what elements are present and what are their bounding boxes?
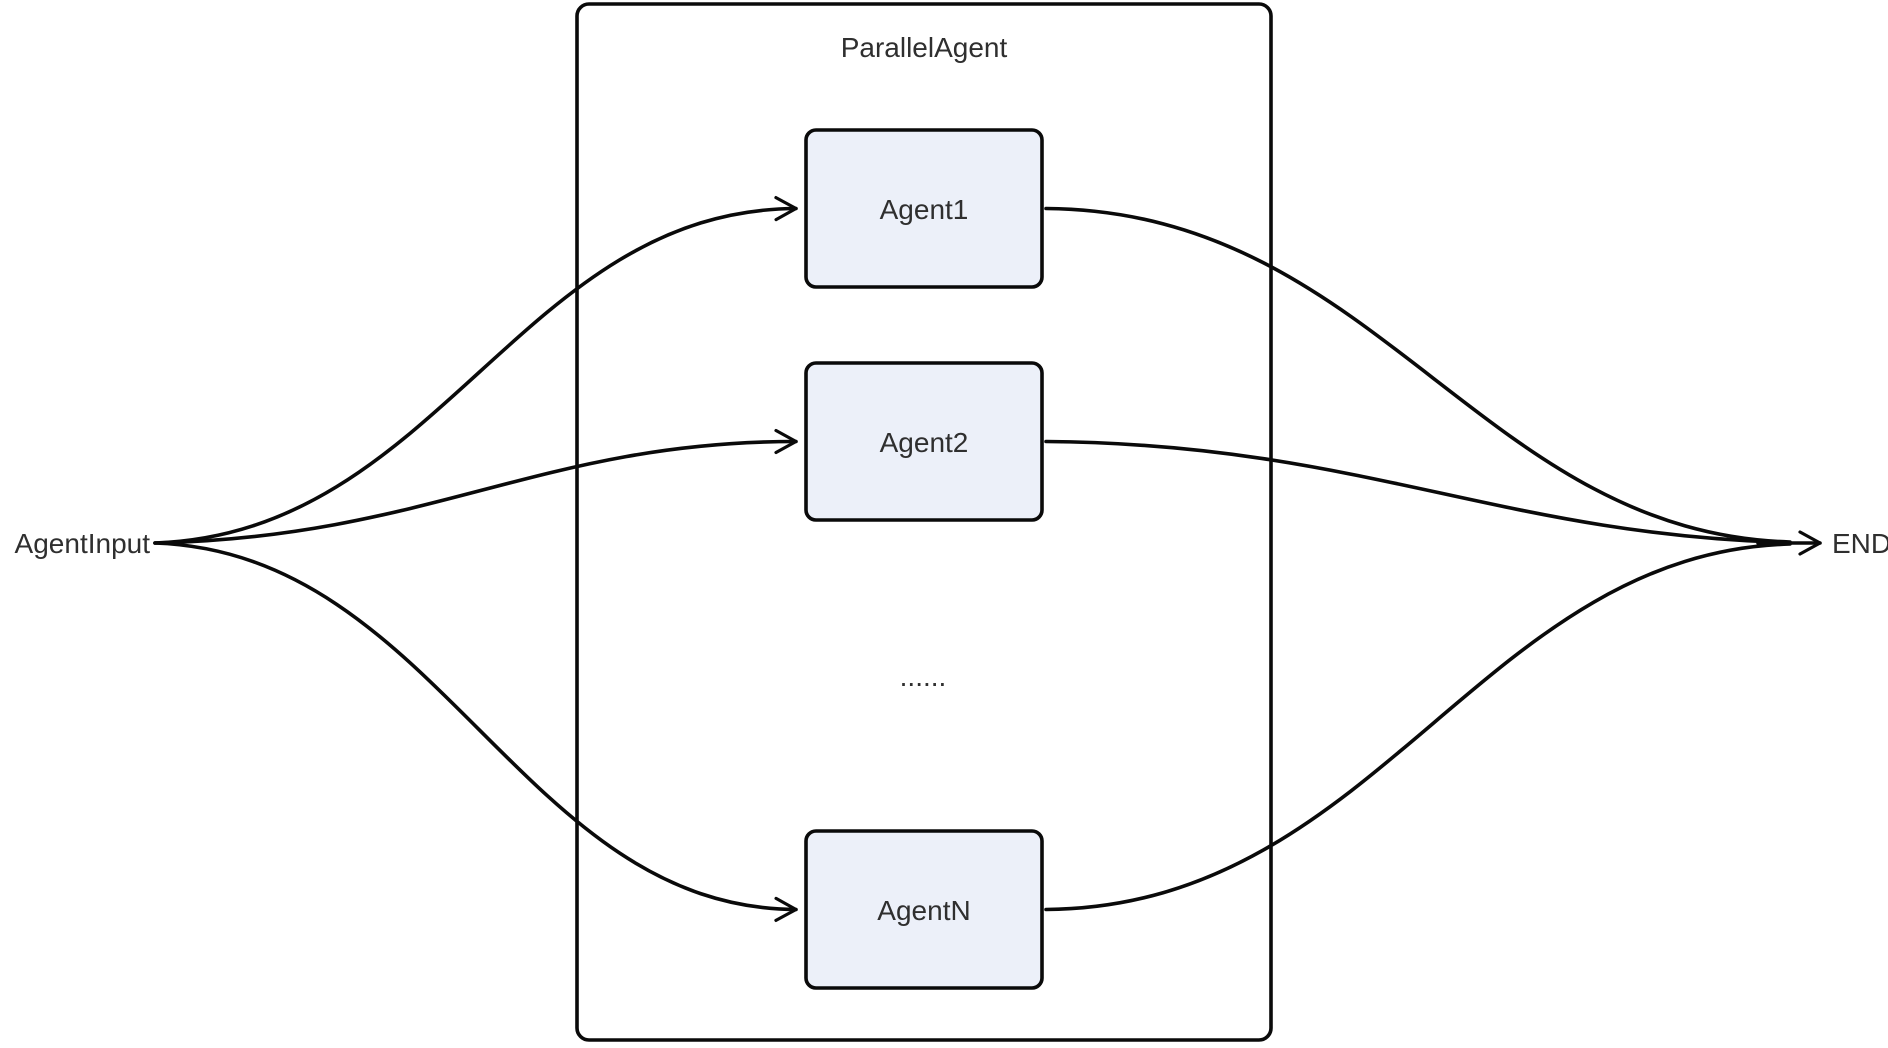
- edge-agent2-to-end: [1044, 439, 1792, 545]
- edge-input-to-agent2: [153, 428, 798, 545]
- node-agent2: Agent2: [804, 361, 1044, 522]
- agent1-label: Agent1: [880, 194, 969, 225]
- agentn-label: AgentN: [877, 895, 970, 926]
- edge-agent1-to-end: [1044, 206, 1792, 544]
- edge-input-to-agentn: [153, 541, 798, 922]
- node-agentn: AgentN: [804, 829, 1044, 990]
- agentn-box: [804, 829, 1044, 990]
- agent2-box: [804, 361, 1044, 522]
- end-label: END: [1832, 528, 1888, 559]
- input-label: AgentInput: [15, 528, 151, 559]
- ellipsis-label: ......: [900, 661, 947, 692]
- agent1-box: [804, 128, 1044, 289]
- edge-input-to-agent1: [153, 196, 798, 545]
- parallel-agent-container: [575, 2, 1273, 1042]
- edge-agentn-to-end: [1044, 542, 1792, 912]
- container-title: ParallelAgent: [841, 32, 1008, 63]
- agent2-label: Agent2: [880, 427, 969, 458]
- node-agent1: Agent1: [804, 128, 1044, 289]
